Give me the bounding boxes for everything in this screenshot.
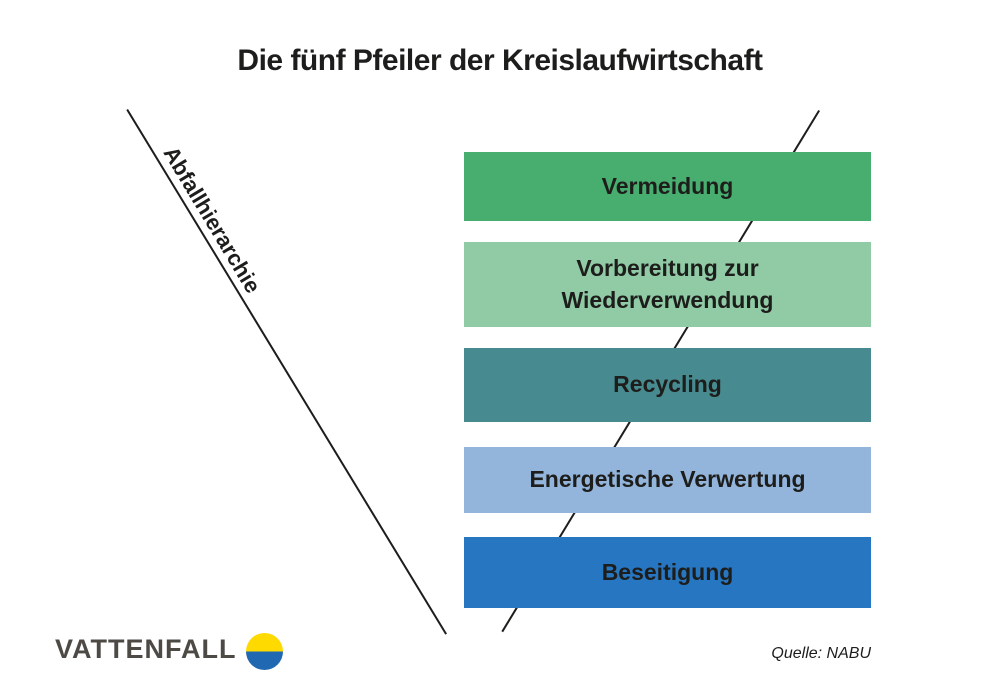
vattenfall-logo-text: VATTENFALL xyxy=(55,634,237,664)
vattenfall-logo-icon xyxy=(246,633,283,670)
hierarchy-bar-label: Beseitigung xyxy=(601,558,734,585)
hierarchy-bar-label: Vermeidung xyxy=(601,172,734,199)
hierarchy-bar-4: Energetische Verwertung xyxy=(464,447,871,513)
hierarchy-bar-label: Recycling xyxy=(613,371,722,398)
hierarchy-bar-2: Vorbereitung zur Wiederverwendung xyxy=(464,242,871,327)
source-credit: Quelle: NABU xyxy=(771,645,871,662)
hierarchy-bar-5: Beseitigung xyxy=(464,537,871,608)
hierarchy-bar-label: Energetische Verwertung xyxy=(529,466,806,493)
hierarchy-bar-label: Vorbereitung zur Wiederverwendung xyxy=(561,255,774,313)
hierarchy-bar-3: Recycling xyxy=(464,348,871,422)
hierarchy-bar-1: Vermeidung xyxy=(464,152,871,221)
page-title: Die fünf Pfeiler der Kreislaufwirtschaft xyxy=(237,44,763,77)
